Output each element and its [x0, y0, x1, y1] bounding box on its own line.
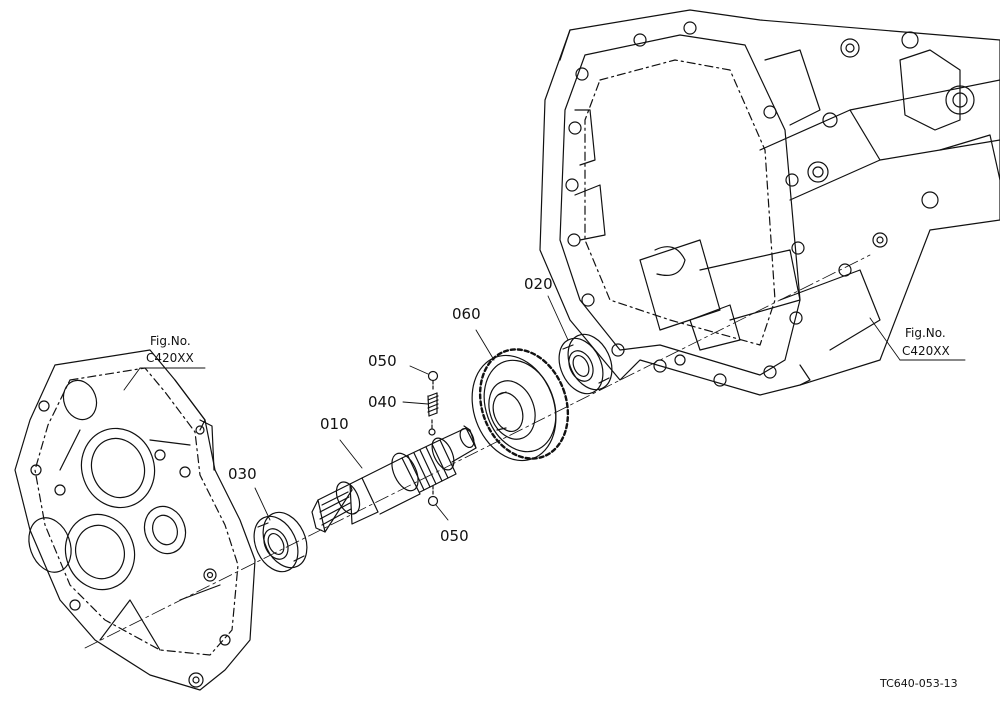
- drawing-code: TC640-053-13: [880, 677, 958, 690]
- shaft-010: [311, 425, 477, 533]
- part-label-050-top: 050: [368, 352, 397, 370]
- gear-cover: [14, 349, 256, 691]
- case-bolt-holes: [565, 21, 975, 387]
- part-label-010: 010: [320, 415, 349, 433]
- fig-ref-right-label: Fig.No.: [905, 326, 946, 340]
- transmission-case: [539, 9, 1000, 396]
- fig-ref-right-code: C420XX: [902, 344, 950, 358]
- gear-060: [471, 348, 570, 462]
- detent-ball-050-bottom: [427, 485, 439, 507]
- detent-spring-040: [427, 392, 439, 429]
- leader-lines: [123, 295, 966, 521]
- bearing-030: [253, 511, 308, 573]
- part-label-050-bottom: 050: [440, 527, 469, 545]
- cover-bolt-holes: [30, 400, 231, 688]
- part-label-030: 030: [228, 465, 257, 483]
- fig-ref-left-label: Fig.No.: [150, 334, 191, 348]
- part-label-040: 040: [368, 393, 397, 411]
- part-label-060: 060: [452, 305, 481, 323]
- assembly-center-line: [84, 254, 871, 649]
- detent-ball-050-top: [427, 370, 439, 391]
- bearing-020: [558, 333, 613, 395]
- fig-ref-left-code: C420XX: [146, 351, 194, 365]
- part-label-020: 020: [524, 275, 553, 293]
